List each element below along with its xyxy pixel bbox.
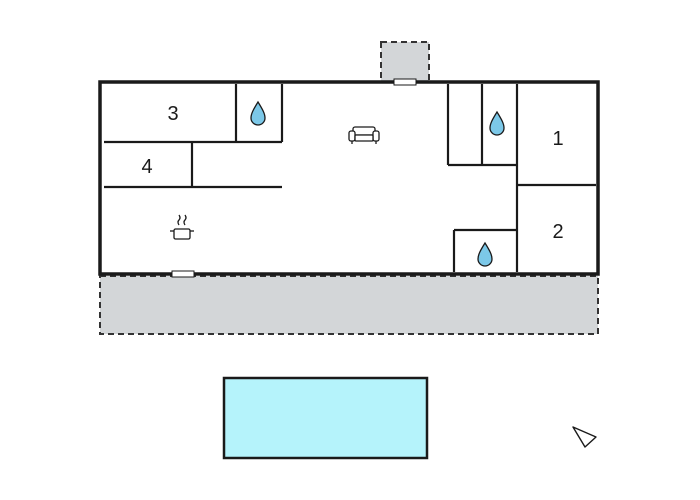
water-drop-icon — [250, 100, 266, 126]
room-label-1: 1 — [552, 128, 563, 150]
room-label-4: 4 — [141, 156, 152, 178]
sofa-icon — [348, 126, 380, 144]
terrace-door — [171, 270, 195, 278]
swimming-pool — [222, 376, 429, 460]
terrace — [99, 275, 599, 335]
room-label-3: 3 — [167, 103, 178, 125]
room-label-2: 2 — [552, 221, 563, 243]
north-arrow-icon — [572, 426, 597, 448]
entrance-porch — [380, 41, 430, 83]
water-drop-icon — [489, 110, 505, 136]
house-outline — [98, 80, 600, 276]
interior-walls — [104, 84, 596, 272]
water-drop-icon — [477, 241, 493, 267]
cooking-pot-icon — [170, 214, 194, 240]
entrance-door — [393, 78, 417, 86]
